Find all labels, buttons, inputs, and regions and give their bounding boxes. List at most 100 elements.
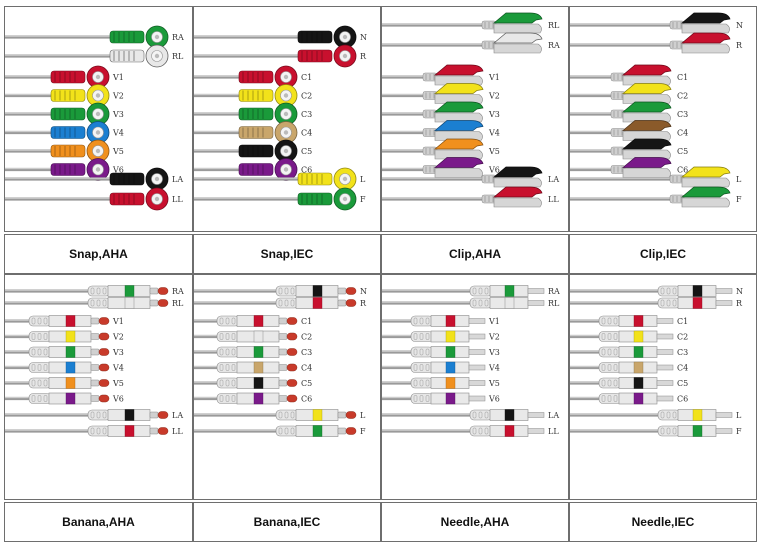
panel-6-label-v2: V2 [488, 333, 500, 342]
panel-1-c2-lead-snap-center [283, 93, 289, 98]
panel-2-label-v1: V1 [488, 73, 500, 82]
panel-2-v1-lead [422, 64, 484, 86]
panel-7-label-c4: C4 [677, 364, 688, 373]
panel-5-c4-lead-banana-neck [278, 364, 288, 371]
panel-0-label-ra: RA [172, 33, 184, 42]
panel-4-ll-lead-color-band [124, 425, 135, 437]
panel-4-ll-lead-banana-neck [149, 427, 159, 435]
panel-6-v1-lead-grip [419, 317, 424, 325]
panel-3-c5-lead-lower-jaw [622, 149, 671, 160]
panel-6-v6-lead-needle-tip [468, 395, 486, 402]
panel-3-label-n: N [736, 21, 743, 30]
panel-3-c2-lead-lower-jaw [622, 94, 671, 104]
panel-4-v6-lead [28, 392, 110, 405]
panel-4-la-lead-grip [102, 411, 107, 419]
panel-5-c6-lead-banana-neck [278, 395, 288, 402]
panel-2-label-v2: V2 [488, 92, 500, 101]
panel-3-label-c4: C4 [677, 129, 688, 138]
panel-5-f-lead-boot [275, 425, 299, 437]
panel-3-f-lead-upper-jaw [681, 186, 731, 198]
panel-1-label-n: N [360, 33, 367, 42]
panel-1-c3-lead-sleeve [238, 107, 274, 121]
panel-1-c3-lead-snap-center [283, 111, 289, 117]
panel-0-v3-lead-sleeve [50, 107, 86, 121]
panel-7-f-lead [657, 425, 733, 437]
panel-6-v5-lead [410, 377, 486, 389]
panel-7-r-lead-color-band [692, 297, 703, 309]
panel-2-ra-lead-lower-jaw [493, 43, 542, 54]
panel-2-ra-lead-upper-jaw [493, 32, 543, 44]
panel-1-label-c1: C1 [301, 73, 312, 82]
panel-7-l-lead-needle-tip [715, 412, 733, 418]
panel-0-caption: Snap,AHA [4, 234, 193, 274]
panel-7-l-lead-grip [672, 411, 677, 419]
panel-3-label-r: R [736, 41, 743, 50]
panel-5-c3-lead-banana-tip [286, 348, 298, 356]
panel-3-c3-lead-lower-jaw [622, 112, 671, 123]
panel-1-f-lead-snap-center [342, 196, 348, 202]
panel-4-v5-lead [28, 377, 110, 389]
panel-2-v6-lead [422, 157, 484, 178]
panel-0-ra-lead-sleeve [109, 30, 145, 44]
panel-2-rl-lead-upper-jaw [493, 12, 543, 24]
panel-5-c5-lead-grip [231, 379, 236, 387]
panel-6-v6-lead-color-band [445, 392, 456, 405]
panel-7-c3-lead-grip [607, 348, 612, 356]
panel-6-v5-lead-needle-tip [468, 380, 486, 386]
panel-4-rl-lead-banana-tip [157, 299, 169, 307]
panel-3-c4-lead [610, 120, 672, 141]
panel-7-c2-lead-color-band [633, 330, 644, 343]
panel-7-c1-lead [598, 315, 674, 327]
panel-7-c4-lead-color-band [633, 361, 644, 374]
panel-1-c6-lead [238, 158, 298, 181]
panel-7-label-f: F [736, 427, 742, 436]
panel-4-v4-lead-grip [31, 364, 36, 371]
panel-0-label-v1: V1 [112, 73, 124, 82]
panel-5-l-lead [275, 409, 357, 421]
panel-6-la-lead-color-band [504, 409, 515, 421]
panel-4-rl-lead-banana-neck [149, 299, 159, 307]
panel-0-v3-lead [50, 102, 110, 126]
panel-6-rl-lead [469, 297, 545, 309]
panel-0-la-lead [109, 167, 169, 191]
panel-1-c5-lead-sleeve [238, 144, 274, 158]
panel-1-l-lead-sleeve [297, 172, 333, 186]
panel-4-v4-lead-banana-tip [98, 363, 110, 372]
panel-7-c4-lead-grip [607, 364, 612, 371]
panel-1-r-lead-snap-center [342, 53, 348, 59]
panel-0-ra-lead-snap-center [154, 34, 160, 40]
panel-4-v1-lead-color-band [65, 315, 76, 327]
panel-1-c1-lead [238, 65, 298, 89]
panel-2-v5-lead [422, 138, 484, 160]
panel-7-c1-lead-boot [598, 315, 622, 327]
panel-1-n-lead-sleeve [297, 30, 333, 44]
panel-7-l-lead-color-band [692, 409, 703, 421]
panel-5-n-lead-banana-neck [337, 287, 347, 295]
panel-4-label-v1: V1 [112, 317, 124, 326]
panel-7-c1-lead-color-band [633, 315, 644, 327]
panel-4-v2-lead-banana-tip [98, 332, 110, 341]
panel-1-label-c5: C5 [301, 147, 312, 156]
panel-1-r-lead-sleeve [297, 49, 333, 63]
panel-7-caption: Needle,IEC [569, 502, 757, 542]
panel-7-c3-lead [598, 346, 674, 358]
panel-4-ll-lead-grip [90, 427, 95, 435]
panel-2-label-v6: V6 [488, 166, 500, 175]
panel-1-label-r: R [360, 52, 367, 61]
panel-4-ra-lead [87, 285, 169, 297]
panel-2-v2-lead [422, 83, 484, 104]
panel-2-la-lead-lower-jaw [493, 177, 542, 188]
panel-2-la-lead [481, 166, 543, 188]
panel-6-v1-lead-grip [413, 317, 418, 325]
panel-0-v4-lead-sleeve [50, 126, 86, 139]
panel-6-v5-lead-grip [425, 379, 430, 387]
panel-7-l-lead [657, 409, 733, 421]
panel-5-label-c4: C4 [301, 364, 312, 373]
panel-4-v3-lead-banana-tip [98, 348, 110, 356]
panel-4-ra-lead-color-band [124, 285, 135, 297]
panel-5-c6-lead-color-band [253, 392, 264, 405]
panel-2-v1-lead-lower-jaw [434, 75, 483, 86]
